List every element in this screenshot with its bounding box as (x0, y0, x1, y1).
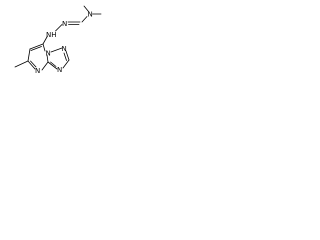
bond-n8-n1 (50, 47, 63, 53)
label-layer: N N NH N N N N (35, 11, 93, 76)
bond-c5-methyl (14, 60, 29, 68)
atom-label-n-dimethyl: N (88, 11, 93, 19)
bond-layer (14, 5, 102, 71)
atom-label-n-ring-1: N (62, 45, 67, 53)
bond-n1-c2-inner (63, 52, 67, 61)
bond-c2-n3 (62, 59, 70, 69)
bond-c5-n4-inner (30, 60, 37, 68)
bond-c3a-n8 (46, 54, 49, 63)
bond-n1-c2 (65, 50, 70, 61)
bond-n4-c3a (41, 61, 49, 71)
bond-c7-c6-inner (30, 46, 42, 51)
bond-n3-c3a (47, 61, 58, 70)
bond-c6-c5 (27, 48, 31, 62)
atom-label-n-ring-3: N (57, 66, 62, 74)
atom-label-n-hydrazone: N (62, 20, 67, 28)
bond-nh-c7 (42, 35, 48, 45)
bond-n8-c7 (42, 43, 46, 52)
bond-n-nh (55, 24, 63, 32)
bond-c7-c6 (29, 43, 44, 50)
atom-label-nh: NH (46, 31, 57, 39)
atom-label-n-ring-4: N (35, 67, 40, 75)
structure-canvas: N N NH N N N N (14, 5, 102, 76)
bond-n-ch (81, 16, 88, 23)
bond-n3-c3a-inner (50, 61, 57, 67)
bond-c5-n4 (27, 60, 36, 70)
atom-label-n-ring-8: N (46, 50, 51, 58)
bond-methyl-top (83, 5, 89, 12)
